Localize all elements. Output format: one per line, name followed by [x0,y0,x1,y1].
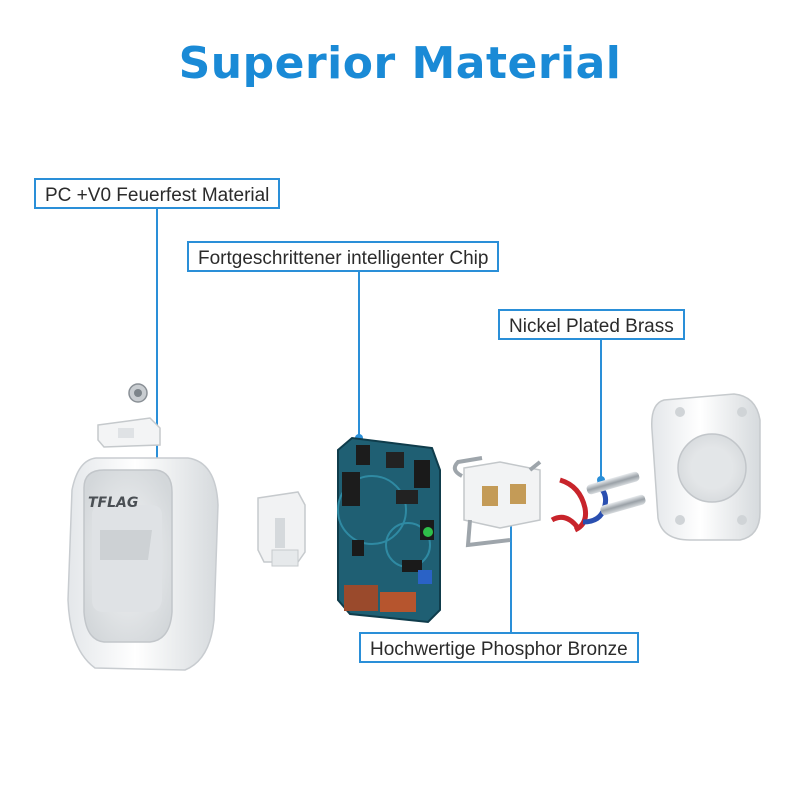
bronze-contact-assembly [452,456,542,548]
label-nickel-plated-brass: Nickel Plated Brass [498,309,685,340]
leader-lines [156,209,602,633]
pcb-board [337,436,441,624]
back-cover [651,393,761,541]
label-smart-chip: Fortgeschrittener intelligenter Chip [187,241,500,272]
label-housing-material: PC +V0 Feuerfest Material [34,178,281,209]
nut-and-bracket [97,383,161,448]
label-phosphor-bronze: Hochwertige Phosphor Bronze [359,632,639,663]
housing-shell: TFLAG [67,457,219,671]
brass-pins [550,471,646,533]
inner-frame [257,491,306,567]
brand-logo: TFLAG [88,495,138,511]
page-title: Superior Material [178,38,622,89]
